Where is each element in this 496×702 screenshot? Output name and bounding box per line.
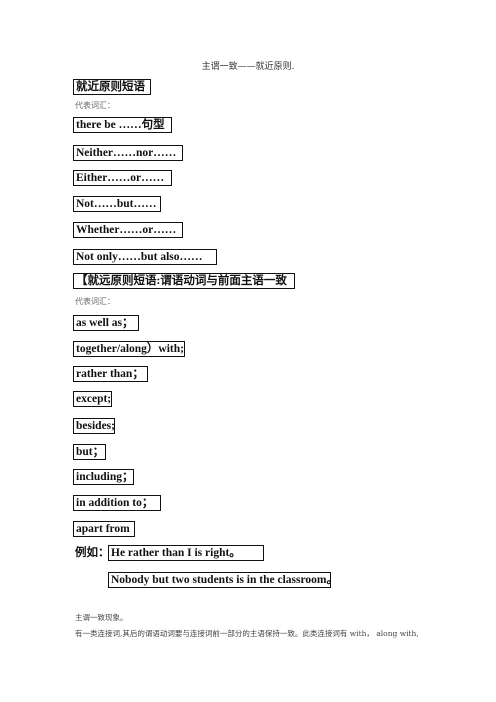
footer-note: 有一类连接词,其后的谓语动词要与连接词前一部分的主语保持一致。此类连接词有 wi… <box>75 629 419 638</box>
list-item: but； <box>73 444 106 460</box>
example-sentence: He rather than I is right。 <box>108 545 264 561</box>
list-item: there be ……句型 <box>73 117 172 133</box>
example-lead: 例如： <box>75 547 110 559</box>
list-item: Not……but…… <box>73 196 161 212</box>
section2-heading: 【就远原则短语:谓语动词与前面主语一致 <box>73 273 295 289</box>
list-item: together/along）with; <box>73 341 185 357</box>
footer-note: 主谓一致现象。 <box>75 613 128 622</box>
list-item: Neither……nor…… <box>73 145 183 161</box>
example-sentence: Nobody but two students is in the classr… <box>108 572 331 588</box>
list-item: Either……or…… <box>73 170 172 186</box>
list-item: except; <box>73 391 112 407</box>
section1-vocab-label: 代表词汇： <box>75 101 115 110</box>
list-item: apart from <box>73 521 135 537</box>
list-item: as well as； <box>73 315 139 331</box>
list-item: rather than； <box>73 366 148 382</box>
list-item: including； <box>73 469 134 485</box>
document-title: 主谓一致——就近原则. <box>201 62 295 72</box>
section2-vocab-label: 代表词汇： <box>75 297 115 306</box>
section1-heading: 就近原则短语 <box>73 79 151 95</box>
list-item: Not only……but also…… <box>73 249 217 265</box>
list-item: besides; <box>73 418 115 434</box>
list-item: in addition to； <box>73 495 161 511</box>
list-item: Whether……or…… <box>73 222 183 238</box>
